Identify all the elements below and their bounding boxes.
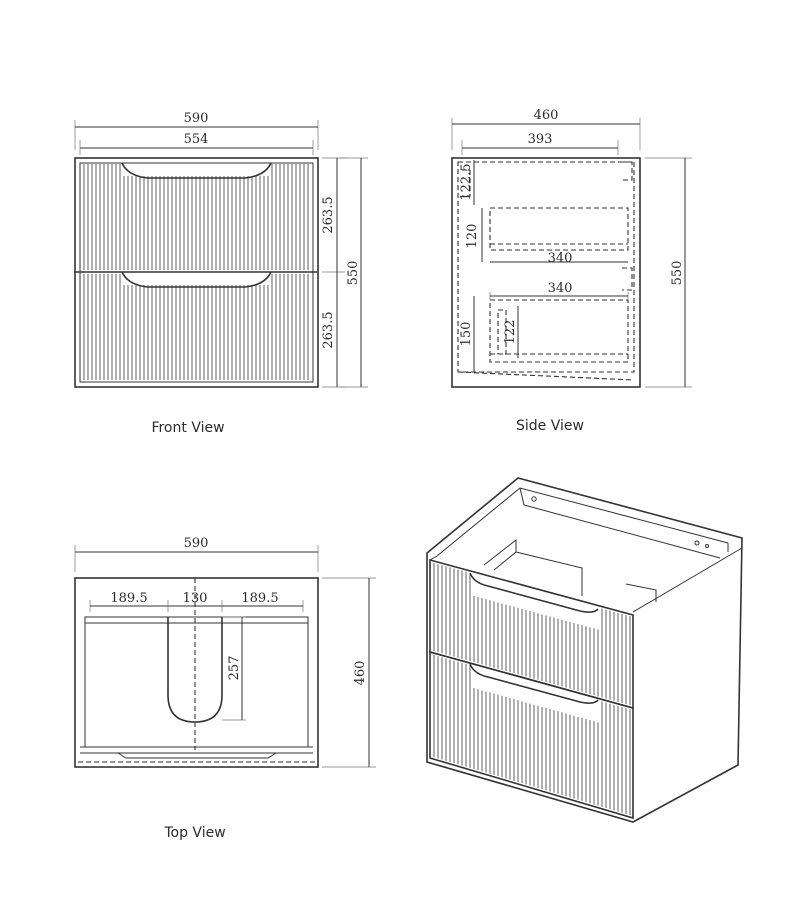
side-view: 460 393 122.5 120 340 — [451, 108, 692, 434]
front-overall-width-dimension: 590 — [74, 111, 319, 150]
front-upper-handle — [121, 162, 272, 179]
perspective-internal-rail-right — [625, 583, 657, 602]
side-top-rail — [462, 169, 471, 197]
side-lower-front-height-label: 150 — [459, 322, 474, 347]
top-overall-width-dimension: 590 — [74, 536, 319, 572]
top-left-offset-label: 189.5 — [110, 591, 147, 606]
side-view-caption: Side View — [516, 418, 584, 434]
top-right-offset-label: 189.5 — [241, 591, 278, 606]
side-overall-depth-dimension: 460 — [451, 108, 641, 150]
side-upper-drawer-box — [489, 207, 629, 251]
perspective-mount-hole-right — [694, 540, 700, 546]
side-inner-carcass — [457, 161, 635, 373]
top-view: 590 189.5 130 189.5 257 — [74, 536, 376, 841]
side-inner-depth-label: 393 — [528, 132, 553, 147]
perspective-upper-handle — [469, 572, 599, 613]
side-top-gap-dimension: 122.5 — [459, 160, 475, 205]
side-lower-box-depth-dimension: 340 — [489, 281, 629, 300]
top-overall-depth-label: 460 — [353, 661, 368, 686]
top-cutout-depth-label: 257 — [227, 656, 242, 681]
top-view-caption: Top View — [163, 825, 225, 841]
top-offset-dimensions: 189.5 130 189.5 — [89, 591, 304, 612]
perspective-lower-drawer-front — [429, 650, 634, 820]
perspective-lower-handle — [469, 663, 599, 704]
side-cabinet-outline — [451, 157, 641, 388]
side-lower-box-height-label: 122 — [503, 320, 518, 345]
front-view: 590 554 263.5 263.5 550 — [74, 111, 368, 436]
front-upper-drawer-height-label: 263.5 — [321, 196, 336, 233]
front-lower-drawer-height-label: 263.5 — [321, 311, 336, 348]
perspective-fluting — [433, 563, 631, 816]
side-lower-front-height-dimension: 150 — [459, 296, 475, 372]
perspective-mount-hole-left — [531, 496, 537, 502]
front-overall-height-dimension: 550 — [340, 157, 368, 388]
side-upper-box-height-dimension: 120 — [465, 208, 483, 262]
side-overall-height-label: 550 — [670, 261, 685, 286]
side-rear-rail-mid — [622, 267, 633, 291]
perspective-internal-rail-mid — [515, 551, 583, 596]
top-cabinet-outline — [74, 577, 319, 768]
side-lower-box-depth-label: 340 — [548, 281, 573, 296]
perspective-carcass-outline — [426, 477, 743, 823]
top-inner-carcass — [84, 616, 309, 748]
side-upper-box-depth-dimension: 340 — [490, 251, 628, 266]
top-handle-recess — [117, 752, 277, 759]
side-upper-box-depth-label: 340 — [548, 251, 573, 266]
side-inner-depth-dimension: 393 — [461, 132, 619, 155]
side-lower-box-height-dimension: 122 — [503, 306, 519, 358]
front-overall-height-label: 550 — [346, 261, 361, 286]
side-lower-drawer-box — [489, 299, 629, 363]
front-lower-handle — [121, 271, 272, 288]
front-view-caption: Front View — [151, 420, 224, 436]
perspective-internal-rail-left — [483, 538, 517, 571]
top-overall-depth-dimension: 460 — [322, 577, 376, 768]
side-overall-height-dimension: 550 — [645, 157, 692, 388]
perspective-upper-drawer-front — [429, 558, 634, 710]
side-upper-box-height-label: 120 — [465, 224, 480, 249]
front-overall-width-label: 590 — [184, 111, 209, 126]
perspective-view — [426, 477, 743, 823]
front-inner-width-label: 554 — [184, 132, 209, 147]
side-rear-rail-upper — [622, 161, 633, 181]
front-inner-width-dimension: 554 — [79, 132, 314, 155]
front-fluting — [83, 164, 309, 380]
top-cutout-depth-dimension: 257 — [222, 616, 246, 721]
front-drawer-height-dimensions: 263.5 263.5 — [321, 157, 345, 388]
top-overall-width-label: 590 — [184, 536, 209, 551]
side-top-gap-label: 122.5 — [459, 163, 474, 200]
side-overall-depth-label: 460 — [534, 108, 559, 123]
side-lower-drawer-inner — [497, 309, 507, 355]
